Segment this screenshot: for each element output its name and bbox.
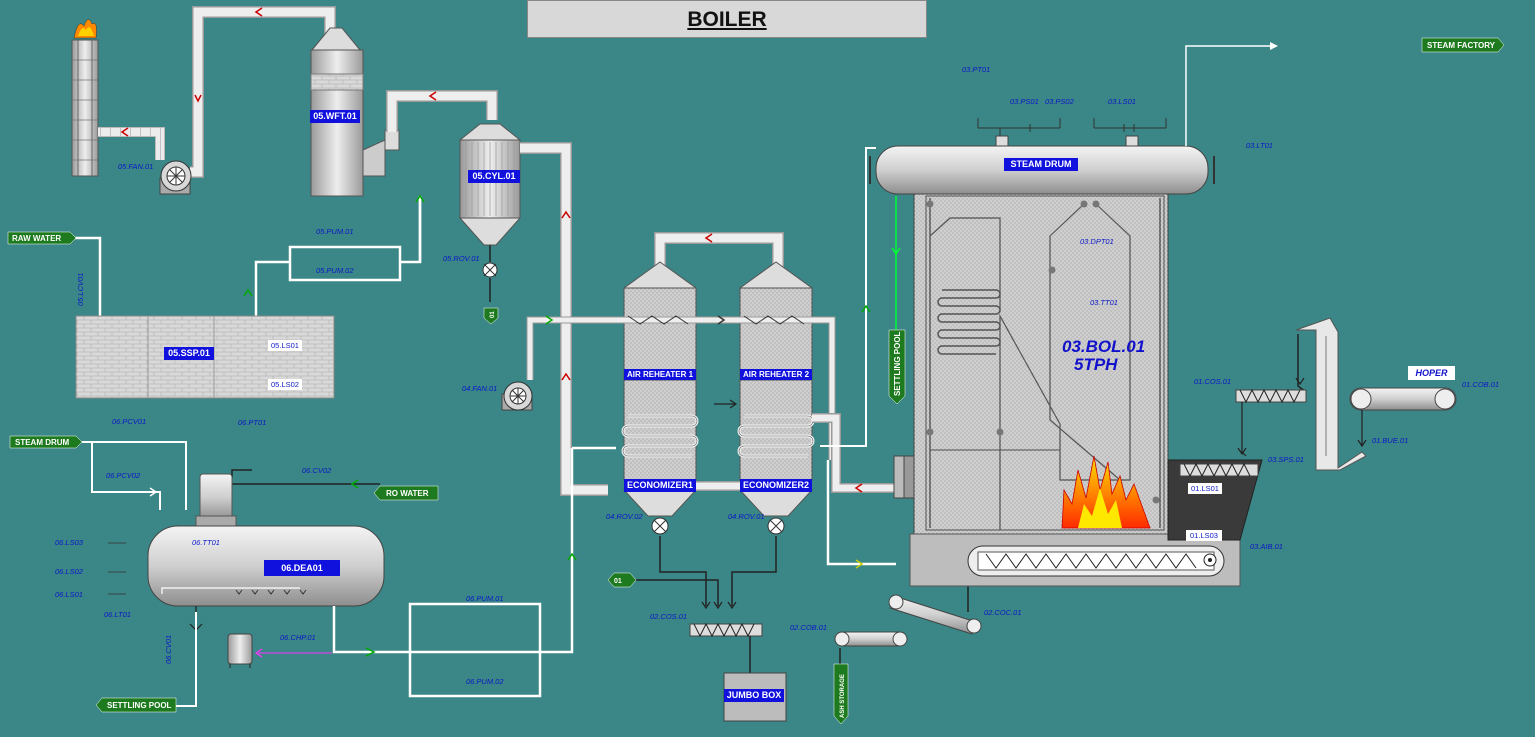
label-ps03-1: 03.PS01 (1010, 97, 1039, 106)
tag-ssp-ls01: 05.LS01 (268, 340, 302, 351)
screw-conveyor-sps[interactable] (1179, 462, 1259, 478)
svg-text:RAW WATER: RAW WATER (12, 234, 61, 243)
label-pum06-2: 06.PUM.02 (466, 677, 504, 686)
tag-coal-ls03: 01.LS03 (1186, 530, 1222, 541)
label-dpt03: 03.DPT01 (1080, 237, 1114, 246)
tag-steam-drum[interactable]: STEAM DRUM (1004, 158, 1078, 171)
tag-cyl[interactable]: 05.CYL.01 (468, 170, 520, 183)
tag-ssp-ls02: 05.LS02 (268, 379, 302, 390)
screw-conveyor-02[interactable] (689, 622, 763, 638)
tag-jumbo-box[interactable]: JUMBO BOX (724, 689, 784, 702)
label-pum05-2: 05.PUM.02 (316, 266, 354, 275)
label-lt03: 03.LT01 (1246, 141, 1273, 150)
flag-steam-factory[interactable]: STEAM FACTORY (1421, 37, 1505, 53)
label-pt03: 03.PT01 (962, 65, 991, 74)
tag-air-reheater-2[interactable]: AIR REHEATER 2 (740, 369, 812, 380)
flag-ash-storage[interactable]: ASH STORAGE (833, 663, 849, 725)
label-lt06: 06.LT01 (104, 610, 131, 619)
label-bue01: 01.BUE.01 (1372, 436, 1409, 445)
label-cob01: 01.COB.01 (1462, 380, 1500, 389)
air-reheater-1 (622, 261, 698, 535)
label-ps03-2: 03.PS02 (1045, 97, 1074, 106)
title-bar: BOILER (527, 0, 927, 38)
tag-economizer-2[interactable]: ECONOMIZER2 (740, 479, 812, 492)
flag-raw-water[interactable]: RAW WATER (7, 231, 77, 245)
label-ls03: 03.LS01 (1108, 97, 1136, 106)
label-cob02: 02.COB.01 (790, 623, 828, 632)
chimney (71, 19, 99, 177)
boiler-body (893, 189, 1169, 535)
label-cos02: 02.COS.01 (650, 612, 688, 621)
label-coc02: 02.COC.01 (984, 608, 1022, 617)
conveyor-02-coc[interactable] (888, 594, 982, 635)
label-pum06-1: 06.PUM.01 (466, 594, 504, 603)
label-ls06-3: 06.LS03 (55, 538, 83, 547)
label-cv06-02: 06.CV02 (302, 466, 332, 475)
svg-text:STEAM FACTORY: STEAM FACTORY (1427, 41, 1496, 50)
label-chp06: 06.CHP.01 (280, 633, 316, 642)
flag-settling-pool-vertical[interactable]: SETTLING POOL (888, 329, 906, 405)
deaerator (147, 473, 385, 607)
svg-text:SETTLING POOL: SETTLING POOL (893, 331, 902, 396)
tag-air-reheater-1[interactable]: AIR REHEATER 1 (624, 369, 696, 380)
tag-coal-ls01: 01.LS01 (1188, 483, 1222, 494)
svg-text:ASH STORAGE: ASH STORAGE (840, 674, 846, 718)
label-pt06: 06.PT01 (238, 418, 267, 427)
flag-steam-drum-in[interactable]: STEAM DRUM (9, 435, 83, 449)
svg-text:STEAM DRUM: STEAM DRUM (15, 438, 70, 447)
boiler-name: 03.BOL.01 (1062, 337, 1146, 356)
fan-05[interactable] (159, 160, 192, 195)
label-ls06-2: 06.LS02 (55, 567, 83, 576)
label-rov04-2: 04.ROV.02 (606, 512, 643, 521)
boiler-label: 03.BOL.01 5TPH (1062, 338, 1145, 374)
svg-text:01: 01 (614, 578, 622, 585)
page-title: BOILER (687, 8, 767, 31)
svg-text:01: 01 (490, 311, 496, 318)
label-rov05: 05.ROV.01 (443, 254, 480, 263)
fan-04[interactable] (501, 381, 533, 411)
flag-o1-b[interactable]: 01 (607, 572, 637, 588)
wet-filter-tower (310, 27, 400, 197)
label-cos01: 01.COS.01 (1194, 377, 1232, 386)
label-tt03: 03.TT01 (1090, 298, 1118, 307)
tag-dea[interactable]: 06.DEA01 (264, 560, 340, 576)
label-tt06: 06.TT01 (192, 538, 220, 547)
label-pcv06-1: 06.PCV01 (112, 417, 147, 426)
label-aib03: 03.AIB.01 (1250, 542, 1283, 551)
flag-o1-a[interactable]: 01 (483, 307, 499, 325)
label-pcv06-2: 06.PCV02 (106, 471, 141, 480)
label-pum05-1: 05.PUM.01 (316, 227, 354, 236)
boiler-fire (1061, 455, 1151, 529)
chain-grate (967, 545, 1225, 577)
tag-economizer-1[interactable]: ECONOMIZER1 (624, 479, 696, 492)
bucket-elevator (1295, 317, 1367, 471)
flag-ro-water[interactable]: RO WATER (373, 485, 439, 501)
label-sps03: 03.SPS.01 (1268, 455, 1304, 464)
label-cv06-01: 06.CV01 (164, 634, 173, 664)
label-lcv05: 05.LCV01 (76, 272, 85, 306)
cyclone (458, 123, 522, 302)
chemical-pump[interactable] (227, 633, 253, 668)
label-rov04-1: 04.ROV.01 (728, 512, 765, 521)
conveyor-01[interactable] (1349, 387, 1457, 411)
flag-settling-pool-bottom[interactable]: SETTLING POOL (95, 697, 177, 713)
tag-ssp[interactable]: 05.SSP.01 (164, 347, 214, 360)
boiler-capacity: 5TPH (1074, 355, 1118, 374)
svg-text:SETTLING POOL: SETTLING POOL (107, 701, 172, 710)
tag-wft[interactable]: 05.WFT.01 (310, 110, 360, 123)
label-ls06-1: 06.LS01 (55, 590, 83, 599)
screw-conveyor-01[interactable] (1235, 388, 1307, 404)
svg-text:RO WATER: RO WATER (386, 489, 429, 498)
conveyor-02-cob[interactable] (834, 631, 908, 647)
label-fan04: 04.FAN.01 (462, 384, 498, 393)
air-reheater-2 (738, 261, 814, 535)
label-fan05: 05.FAN.01 (118, 162, 154, 171)
hoper-label: HOPER (1408, 366, 1455, 380)
